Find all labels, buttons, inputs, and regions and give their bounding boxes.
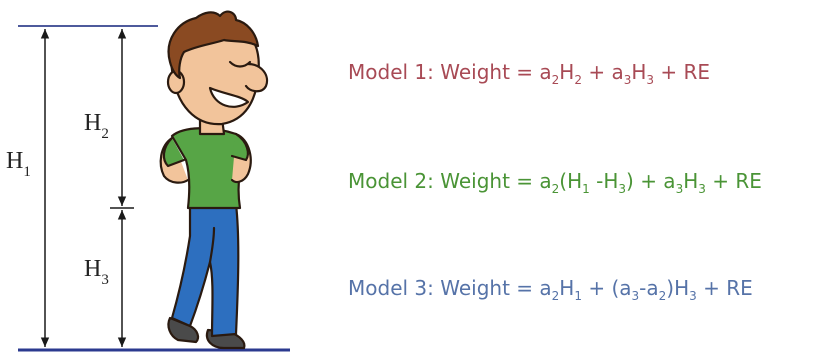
jeans (170, 202, 240, 338)
nose (244, 62, 269, 93)
h1-label: H1 (6, 148, 31, 180)
h2-label: H2 (84, 110, 109, 142)
model-3-equation: Model 3: Weight = a2H1 + (a3-a2)H3 + RE (348, 276, 753, 303)
hair (167, 10, 260, 80)
left-shoe (167, 316, 200, 344)
h3-label: H3 (84, 256, 109, 288)
model-2-equation: Model 2: Weight = a2(H1 -H3) + a3H3 + RE (348, 169, 762, 196)
smile (208, 86, 250, 108)
cartoon-man-illustration (159, 10, 269, 350)
model-1-equation: Model 1: Weight = a2H2 + a3H3 + RE (348, 60, 711, 87)
